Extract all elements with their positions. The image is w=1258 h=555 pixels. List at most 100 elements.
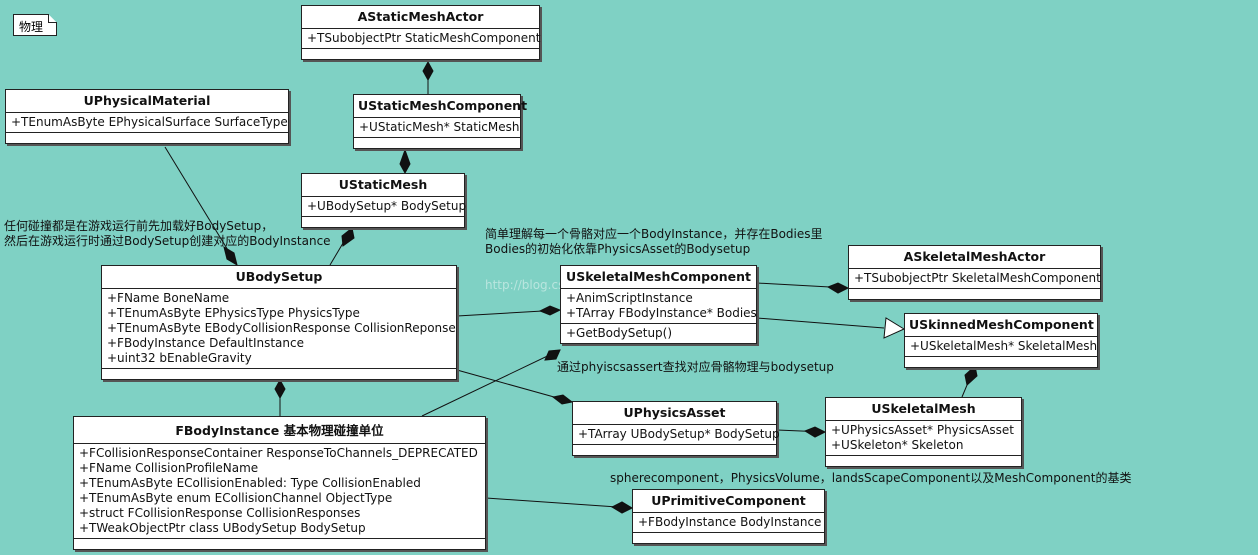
class-title: AStaticMeshActor: [302, 6, 539, 29]
class-operations: [102, 369, 456, 379]
diamond-icon: [544, 349, 561, 361]
class-attribute: +TArray UBodySetup* BodySetup: [578, 427, 780, 441]
diamond-icon: [422, 60, 434, 82]
class-operations: [633, 533, 824, 543]
class-attributes: +UBodySetup* BodySetup: [302, 197, 467, 217]
class-operations: +GetBodySetup(): [561, 324, 756, 343]
class-attribute: +TArray FBodyInstance* Bodies: [566, 306, 757, 320]
line-bodyinstance-to-skelmeshcomponent: [421, 349, 561, 417]
annotation-line: 通过phyiscsassert查找对应骨骼物理与bodysetup: [557, 360, 834, 374]
class-title: UPhysicsAsset: [573, 402, 776, 425]
class-attributes: +FName BoneName+TEnumAsByte EPhysicsType…: [102, 289, 456, 369]
class-UStaticMesh[interactable]: UStaticMesh +UBodySetup* BodySetup: [301, 173, 467, 228]
annotation-bodysetup-load: 任何碰撞都是在游戏运行前先加载好BodySetup，然后在游戏运行时通过Body…: [4, 219, 331, 249]
class-USkeletalMeshComponent[interactable]: USkeletalMeshComponent+AnimScriptInstanc…: [560, 265, 757, 344]
class-attributes: +TSubobjectPtr StaticMeshComponent: [302, 29, 541, 49]
class-attribute: +UPhysicsAsset* PhysicsAsset: [831, 423, 1015, 437]
class-AStaticMeshActor[interactable]: AStaticMeshActor +TSubobjectPtr StaticMes…: [301, 5, 540, 60]
line-bodyinstance-to-primitivecomponent: [485, 497, 633, 509]
class-operations: [354, 138, 520, 148]
class-attribute: +FBodyInstance BodyInstance: [638, 515, 822, 529]
class-attribute: +USkeleton* Skeleton: [831, 438, 964, 452]
class-attribute: +AnimScriptInstance: [566, 291, 693, 305]
class-title: USkeletalMesh: [826, 398, 1021, 421]
class-attribute: +FBodyInstance DefaultInstance: [107, 336, 304, 350]
class-attributes: +UPhysicsAsset* PhysicsAsset+USkeleton* …: [826, 421, 1021, 456]
annotation-primitive-base: spherecomponent，PhysicsVolume，landsScape…: [610, 471, 1131, 486]
class-operation: +GetBodySetup(): [566, 326, 673, 340]
annotation-line: Bodies的初始化依靠PhysicsAsset的Bodysetup: [485, 242, 751, 256]
class-UPhysicalMaterial[interactable]: UPhysicalMaterial +TEnumAsByte EPhysicalS…: [5, 89, 289, 144]
class-operations: [74, 539, 485, 549]
class-attribute: +TSubobjectPtr StaticMeshComponent: [307, 31, 541, 45]
annotation-physicsasset-lookup: 通过phyiscsassert查找对应骨骼物理与bodysetup: [557, 360, 834, 375]
class-operations: [826, 456, 1021, 466]
class-attribute: +FCollisionResponseContainer ResponseToC…: [79, 446, 478, 460]
class-attributes: +FBodyInstance BodyInstance: [633, 513, 824, 533]
diamond-icon: [274, 378, 286, 400]
class-operations: [905, 357, 1097, 367]
class-attribute: +TWeakObjectPtr class UBodySetup BodySet…: [79, 521, 366, 535]
class-attribute: +TEnumAsByte EPhysicsType PhysicsType: [107, 306, 360, 320]
class-UStaticMeshComponent[interactable]: UStaticMeshComponent +UStaticMesh* Static…: [353, 94, 527, 149]
class-attributes: +USkeletalMesh* SkeletalMesh: [905, 337, 1097, 357]
class-attribute: +uint32 bEnableGravity: [107, 351, 252, 365]
class-title: UBodySetup: [102, 266, 456, 289]
annotation-line: 任何碰撞都是在游戏运行前先加载好BodySetup，: [4, 219, 274, 233]
class-attributes: +FCollisionResponseContainer ResponseToC…: [74, 444, 485, 539]
class-attribute: +USkeletalMesh* SkeletalMesh: [910, 339, 1098, 353]
class-UBodySetup[interactable]: UBodySetup+FName BoneName+TEnumAsByte EP…: [101, 265, 457, 380]
class-attribute: +struct FCollisionResponse CollisionResp…: [79, 506, 361, 520]
diamond-icon: [538, 305, 562, 316]
class-USkinnedMeshComponent[interactable]: USkinnedMeshComponent +USkeletalMesh* Ske…: [904, 313, 1098, 368]
class-attribute: +TEnumAsByte EPhysicalSurface SurfaceTyp…: [11, 115, 288, 129]
annotation-line: 然后在游戏运行时通过BodySetup创建对应的BodyInstance: [4, 234, 331, 248]
class-attribute: +TEnumAsByte enum ECollisionChannel Obje…: [79, 491, 393, 505]
class-FBodyInstance[interactable]: FBodyInstance 基本物理碰撞单位 +FCollisionRespons…: [73, 416, 486, 550]
class-attributes: +AnimScriptInstance+TArray FBodyInstance…: [561, 289, 757, 324]
class-attribute: +TSubobjectPtr SkeletalMeshComponent: [854, 271, 1101, 285]
note-label: 物理: [19, 20, 44, 34]
diamond-icon: [610, 501, 634, 514]
class-attributes: +TSubobjectPtr SkeletalMeshComponent: [849, 269, 1101, 289]
note-fold-corner: [48, 14, 57, 23]
class-title: FBodyInstance 基本物理碰撞单位: [74, 417, 485, 444]
class-UPhysicsAsset[interactable]: UPhysicsAsset +TArray UBodySetup* BodySet…: [572, 401, 780, 456]
line-skelmeshcomponent-to-skinnedmeshcomponent: [756, 317, 885, 329]
class-UPrimitiveComponent[interactable]: UPrimitiveComponent +FBodyInstance BodyIn…: [632, 489, 825, 544]
annotation-line: 简单理解每一个骨骼对应一个BodyInstance，并存在Bodies里: [485, 227, 823, 241]
class-attribute: +UStaticMesh* StaticMesh: [359, 120, 520, 134]
class-attribute: +TEnumAsByte EBodyCollisionResponse Coll…: [107, 321, 456, 335]
class-operations: [849, 289, 1100, 299]
note-box: 物理: [13, 14, 57, 36]
class-title: USkinnedMeshComponent: [905, 314, 1097, 337]
diamond-icon: [826, 282, 850, 294]
diamond-icon: [223, 245, 238, 267]
class-title: ASkeletalMeshActor: [849, 246, 1100, 269]
class-title: UPrimitiveComponent: [633, 490, 824, 513]
generalization-arrow-icon: [883, 317, 906, 339]
diamond-icon: [399, 148, 411, 175]
class-title: UStaticMesh: [302, 174, 464, 197]
diamond-icon: [341, 227, 355, 247]
class-title: UStaticMeshComponent: [354, 95, 527, 118]
class-attributes: +UStaticMesh* StaticMesh: [354, 118, 520, 138]
class-operations: [573, 445, 776, 455]
class-operations: [6, 133, 288, 143]
annotation-line: spherecomponent，PhysicsVolume，landsScape…: [610, 471, 1132, 485]
diamond-icon: [803, 426, 827, 438]
class-USkeletalMesh[interactable]: USkeletalMesh+UPhysicsAsset* PhysicsAsse…: [825, 397, 1022, 467]
class-attribute: +FName CollisionProfileName: [79, 461, 259, 475]
class-attribute: +TEnumAsByte ECollisionEnabled: Type Col…: [79, 476, 421, 490]
class-ASkeletalMeshActor[interactable]: ASkeletalMeshActor +TSubobjectPtr Skeleta…: [848, 245, 1101, 300]
diamond-icon: [551, 394, 574, 405]
class-attributes: +TArray UBodySetup* BodySetup: [573, 425, 780, 445]
class-operations: [302, 49, 539, 59]
class-attributes: +TEnumAsByte EPhysicalSurface SurfaceTyp…: [6, 113, 288, 133]
class-attribute: +UBodySetup* BodySetup: [307, 199, 467, 213]
class-title: UPhysicalMaterial: [6, 90, 288, 113]
line-physicalmaterial-to-bodysetup: [164, 146, 238, 266]
class-title: USkeletalMeshComponent: [561, 266, 756, 289]
class-attribute: +FName BoneName: [107, 291, 230, 305]
